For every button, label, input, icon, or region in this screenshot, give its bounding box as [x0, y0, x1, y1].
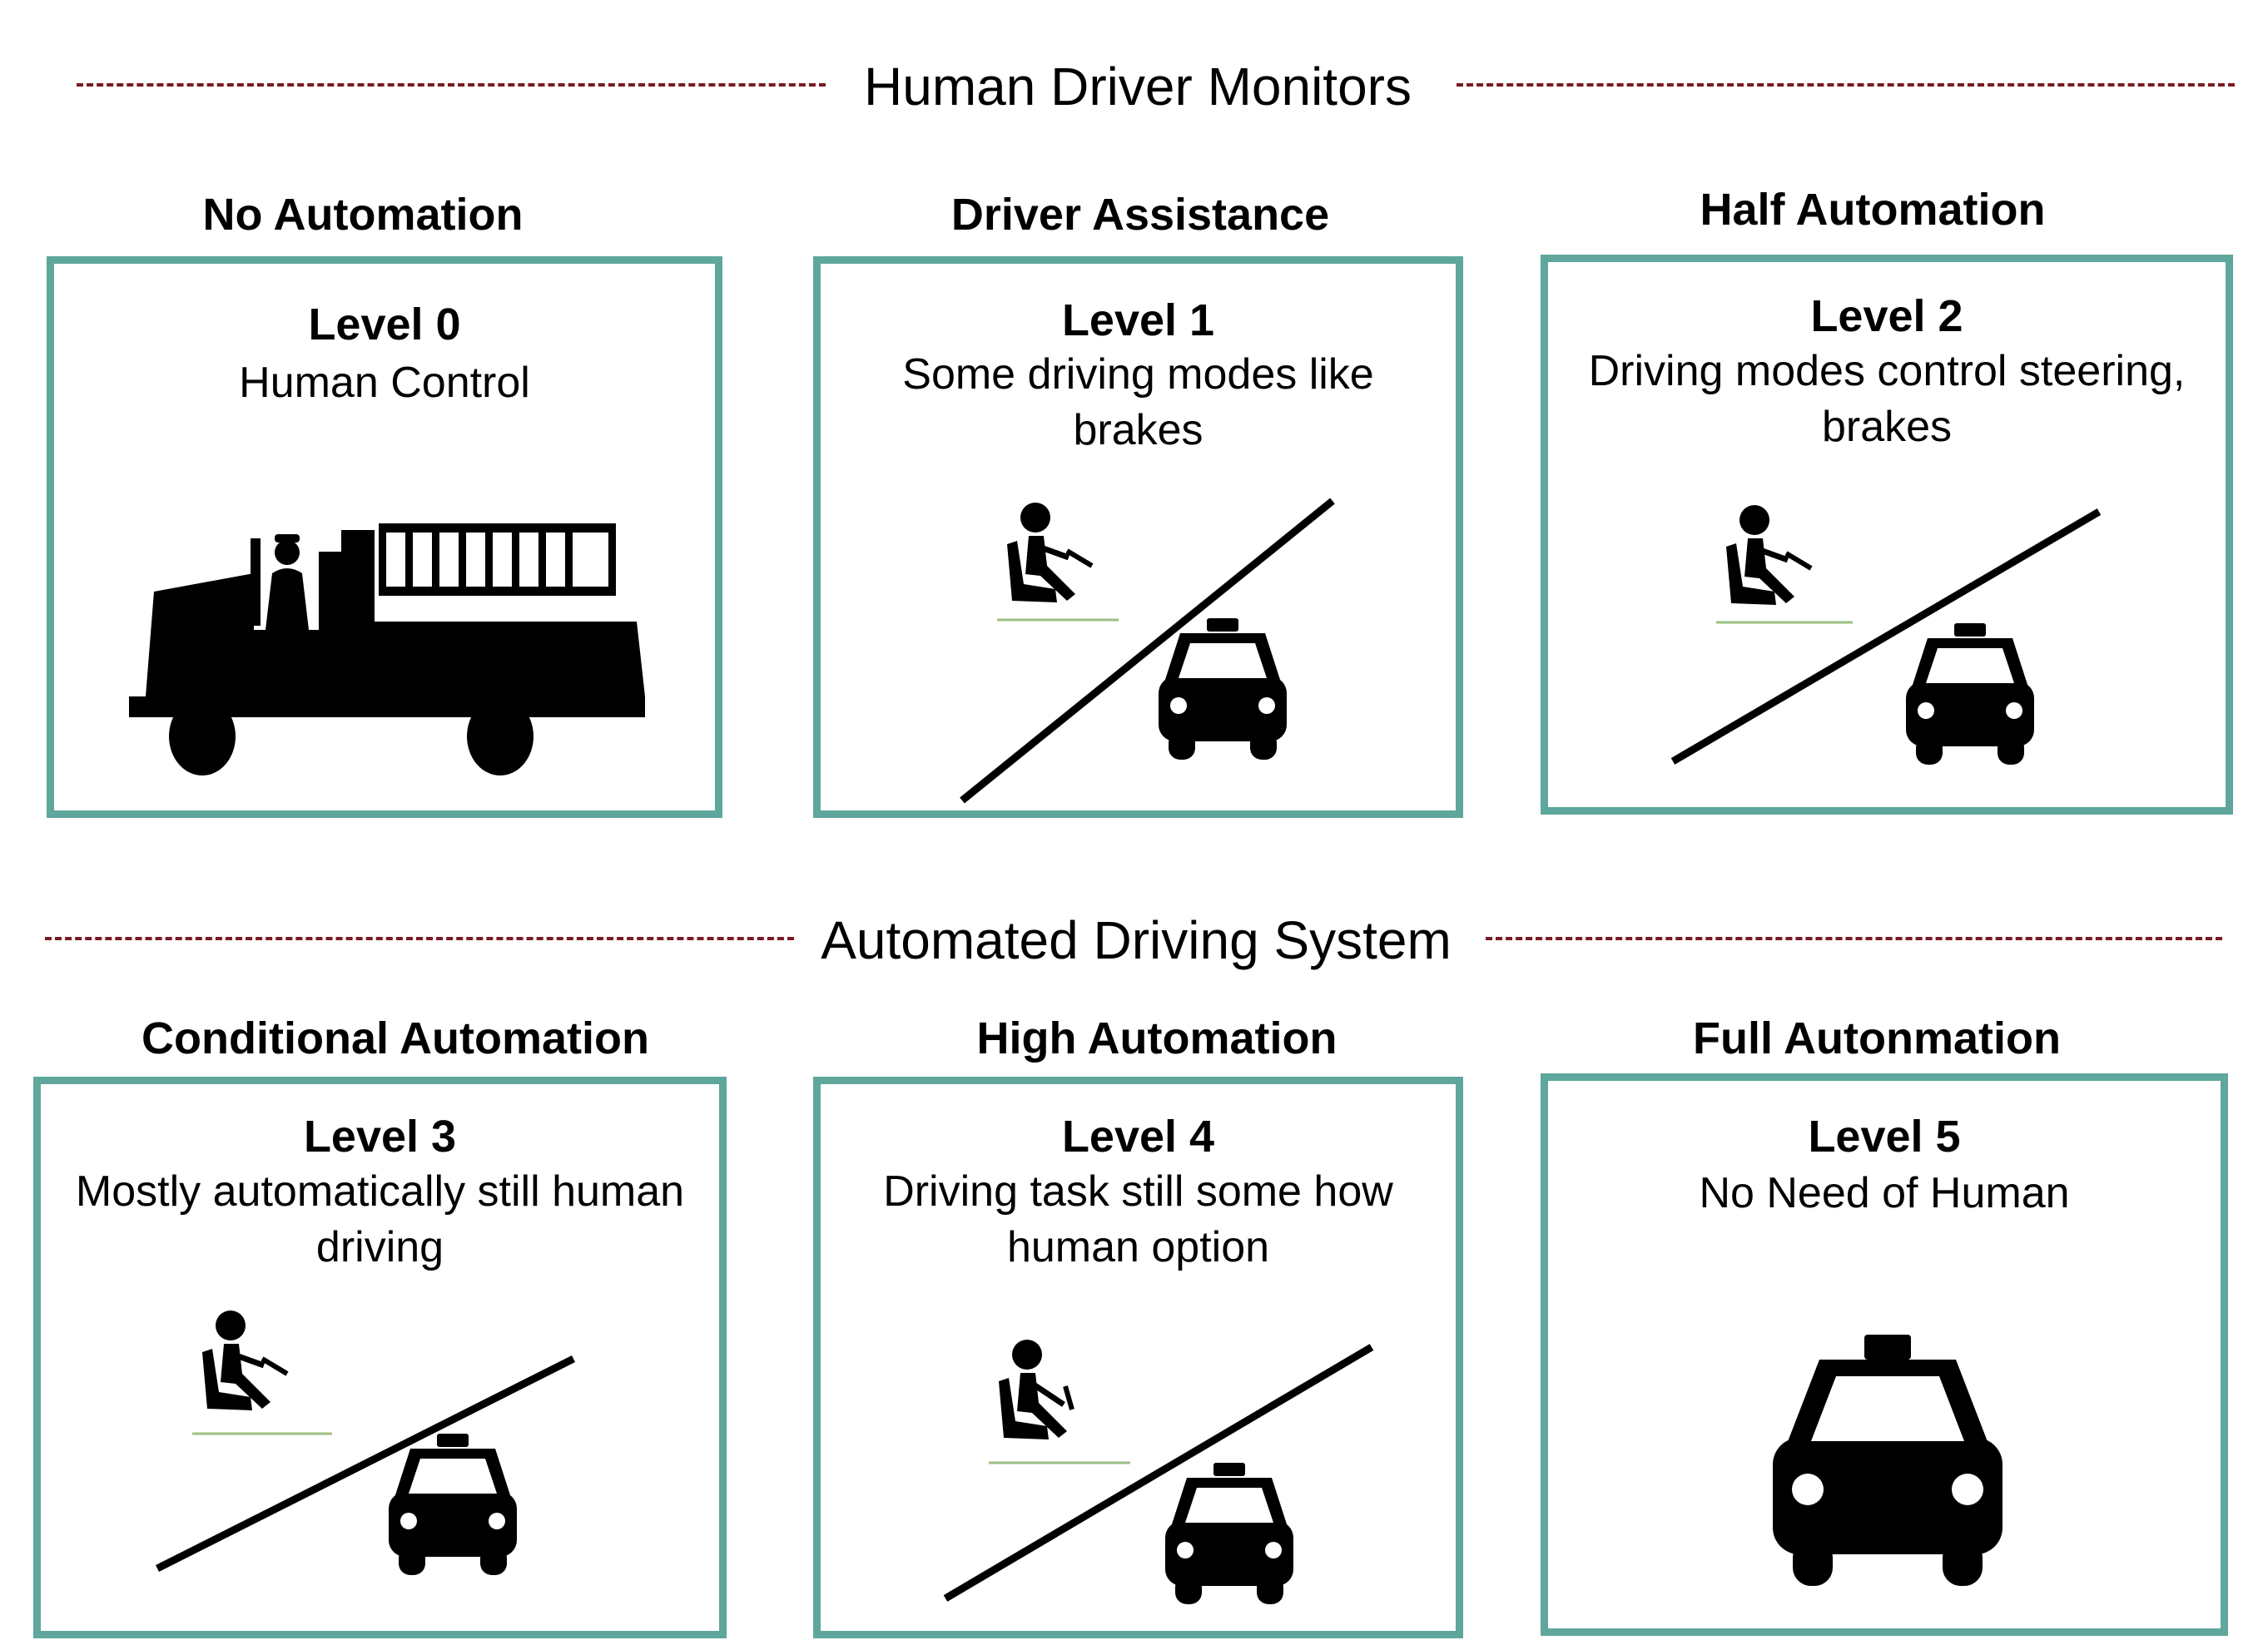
- level-title: Level 3: [303, 1112, 457, 1162]
- driver-and-car-icon: [960, 498, 1335, 804]
- level-description: Driving task still some how human option: [883, 1167, 1393, 1271]
- level-title: Level 1: [1061, 295, 1215, 345]
- driver-and-car-icon: [155, 1311, 576, 1575]
- section-divider-left: [45, 937, 794, 940]
- category-heading: Conditional Automation: [141, 1013, 649, 1063]
- section-title: Automated Driving System: [821, 910, 1452, 970]
- level-title: Level 4: [1061, 1112, 1215, 1162]
- level-description: Some driving modes like brakes: [902, 350, 1374, 454]
- level-card: Level 3 Mostly automatically still human…: [33, 1077, 727, 1638]
- level-description: No Need of Human: [1699, 1169, 2070, 1217]
- level-title: Level 5: [1808, 1112, 1961, 1162]
- level-title: Level 0: [308, 300, 461, 349]
- car-icon: [1773, 1335, 2002, 1586]
- level-description: Driving modes control steering, brakes: [1588, 347, 2186, 451]
- level-description: Human Control: [239, 359, 530, 407]
- level-card: Level 4 Driving task still some how huma…: [813, 1077, 1463, 1638]
- level-title: Level 2: [1810, 291, 1963, 341]
- driver-and-car-icon: [1670, 505, 2102, 765]
- section-divider-right: [1486, 937, 2222, 940]
- section-divider-right: [1457, 83, 2235, 87]
- category-heading: Full Autonmation: [1693, 1013, 2061, 1063]
- category-heading: Half Automation: [1700, 185, 2046, 235]
- level-card: Level 1 Some driving modes like brakes: [813, 256, 1463, 818]
- section-divider-left: [77, 83, 826, 87]
- level-card: Level 0 Human Control: [47, 256, 722, 818]
- section-title: Human Driver Monitors: [864, 57, 1412, 116]
- driver-and-car-icon: [943, 1340, 1374, 1604]
- category-heading: Driver Assistance: [950, 190, 1330, 240]
- level-description: Mostly automatically still human driving: [75, 1167, 685, 1271]
- level-card: Level 5 No Need of Human: [1541, 1073, 2228, 1636]
- fire-truck-icon: [129, 523, 645, 775]
- level-card: Level 2 Driving modes control steering, …: [1541, 255, 2233, 815]
- category-heading: High Automation: [976, 1013, 1337, 1063]
- category-heading: No Automation: [202, 190, 524, 240]
